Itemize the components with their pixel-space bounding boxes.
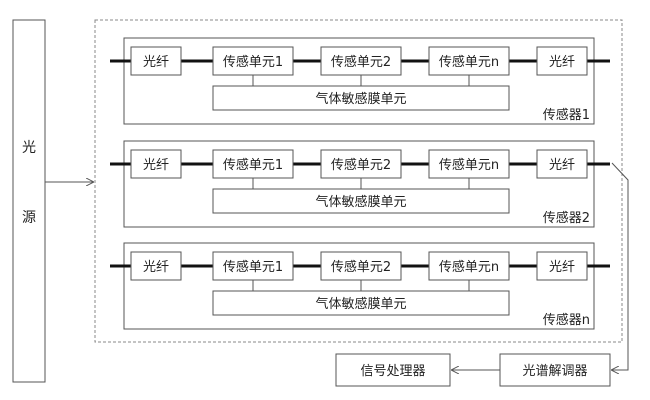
membrane-box	[212, 290, 510, 316]
sensing-unit-label: 传感单元1	[223, 157, 283, 173]
spectrum-demodulator-box	[499, 353, 611, 387]
light-source-char-1: 光	[22, 140, 36, 156]
fiber-left-box	[130, 251, 182, 281]
sensing-unit-label: 传感单元n	[439, 54, 499, 70]
fiber-right-label: 光纤	[549, 55, 575, 70]
sensor-label: 传感器n	[543, 312, 590, 328]
membrane-label: 气体敏感膜单元	[315, 91, 406, 107]
fiber-right-label: 光纤	[549, 158, 575, 173]
spectrum-demodulator-label: 光谱解调器	[522, 364, 587, 379]
sensing-unit-box	[428, 46, 510, 76]
fiber-right-box	[536, 46, 588, 76]
sensor-label: 传感器2	[543, 210, 590, 226]
sensing-unit-label: 传感单元2	[331, 54, 391, 70]
spectrum-demodulator: 光谱解调器	[499, 353, 611, 387]
fiber-left-box	[130, 149, 182, 179]
output-connector-line	[611, 162, 629, 371]
fiber-right-box	[536, 251, 588, 281]
sensing-unit-box	[212, 46, 294, 76]
membrane-box	[212, 188, 510, 214]
fiber-left-box	[130, 46, 182, 76]
signal-processor-box	[335, 353, 451, 387]
membrane-label: 气体敏感膜单元	[315, 194, 406, 210]
sensing-unit-label: 传感单元2	[331, 157, 391, 173]
sensing-unit-box	[212, 251, 294, 281]
membrane-label: 气体敏感膜单元	[315, 296, 406, 312]
signal-processor-label: 信号处理器	[360, 364, 425, 379]
fiber-left-label: 光纤	[143, 55, 169, 70]
sensing-unit-box	[212, 149, 294, 179]
sensing-unit-label: 传感单元2	[331, 259, 391, 275]
sensing-unit-label: 传感单元n	[439, 259, 499, 275]
fiber-left-label: 光纤	[143, 158, 169, 173]
sensing-unit-box	[428, 149, 510, 179]
sensing-unit-box	[320, 251, 402, 281]
sensing-unit-label: 传感单元1	[223, 54, 283, 70]
fiber-right-label: 光纤	[549, 260, 575, 275]
fiber-left-label: 光纤	[143, 260, 169, 275]
membrane-box	[212, 85, 510, 111]
fiber-right-box	[536, 149, 588, 179]
light-source-char-2: 源	[22, 210, 36, 226]
sensor-label: 传感器1	[543, 107, 590, 123]
light-source-box	[12, 19, 46, 383]
light-source: 光 源	[12, 19, 46, 383]
sensing-unit-label: 传感单元1	[223, 259, 283, 275]
sensing-unit-label: 传感单元n	[439, 157, 499, 173]
sensor-array-enclosure	[94, 19, 623, 343]
signal-processor: 信号处理器	[335, 353, 451, 387]
sensing-unit-box	[320, 46, 402, 76]
sensing-unit-box	[320, 149, 402, 179]
sensing-unit-box	[428, 251, 510, 281]
